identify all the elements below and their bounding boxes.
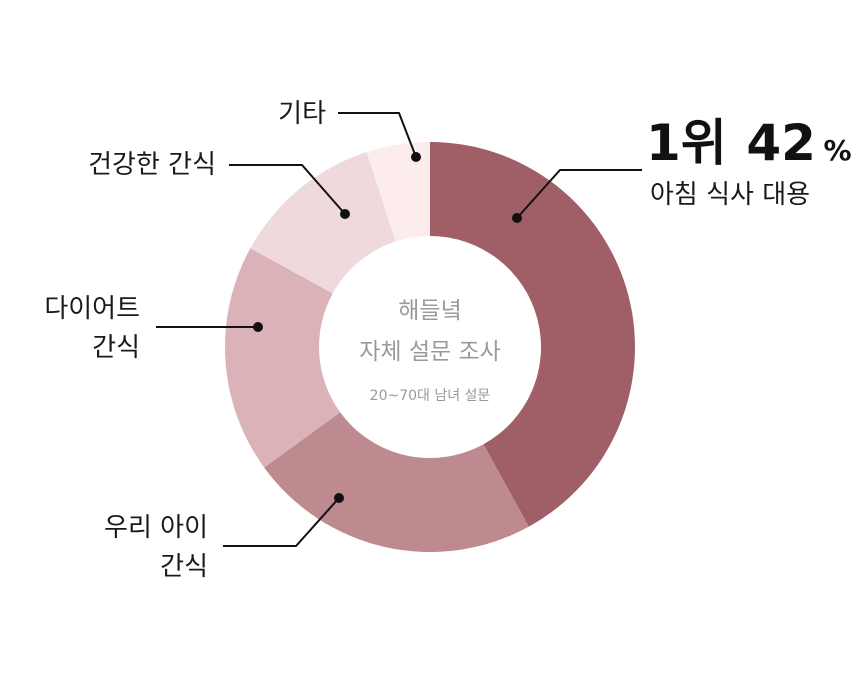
donut-slice-0 bbox=[430, 142, 635, 527]
center-title-line2: 자체 설문 조사 bbox=[359, 339, 501, 365]
label-diet-line1: 다이어트 bbox=[44, 294, 140, 324]
center-title-line1: 해들녘 bbox=[398, 298, 461, 324]
donut-slice-2 bbox=[225, 248, 341, 468]
top-label: 아침 식사 대용 bbox=[650, 180, 810, 210]
top-value: 42 bbox=[746, 114, 816, 172]
label-kids-line2: 간식 bbox=[160, 552, 208, 582]
leader-line-healthy bbox=[229, 164, 346, 215]
leader-dots bbox=[253, 152, 522, 503]
donut-slice-4 bbox=[366, 142, 430, 242]
leader-line-breakfast bbox=[516, 169, 642, 219]
leader-dot-kids bbox=[334, 493, 344, 503]
top-rank-line: 1위 42 % bbox=[646, 114, 852, 172]
donut-slices bbox=[225, 142, 635, 552]
label-diet-line2: 간식 bbox=[92, 333, 140, 363]
label-healthy: 건강한 간식 bbox=[88, 150, 216, 180]
leader-lines bbox=[156, 112, 642, 547]
leader-line-etc bbox=[338, 112, 417, 158]
center-subtitle: 20~70대 남녀 설문 bbox=[370, 388, 491, 404]
top-unit: % bbox=[824, 134, 852, 167]
label-etc: 기타 bbox=[278, 99, 326, 129]
top-rank: 1위 bbox=[646, 114, 727, 172]
donut-slice-3 bbox=[250, 152, 396, 294]
leader-line-kids bbox=[223, 497, 340, 547]
label-kids-line1: 우리 아이 bbox=[104, 513, 208, 543]
leader-dot-etc bbox=[411, 152, 421, 162]
leader-dot-breakfast bbox=[512, 213, 522, 223]
donut-slice-1 bbox=[264, 412, 529, 552]
leader-dot-healthy bbox=[340, 209, 350, 219]
leader-dot-diet bbox=[253, 322, 263, 332]
